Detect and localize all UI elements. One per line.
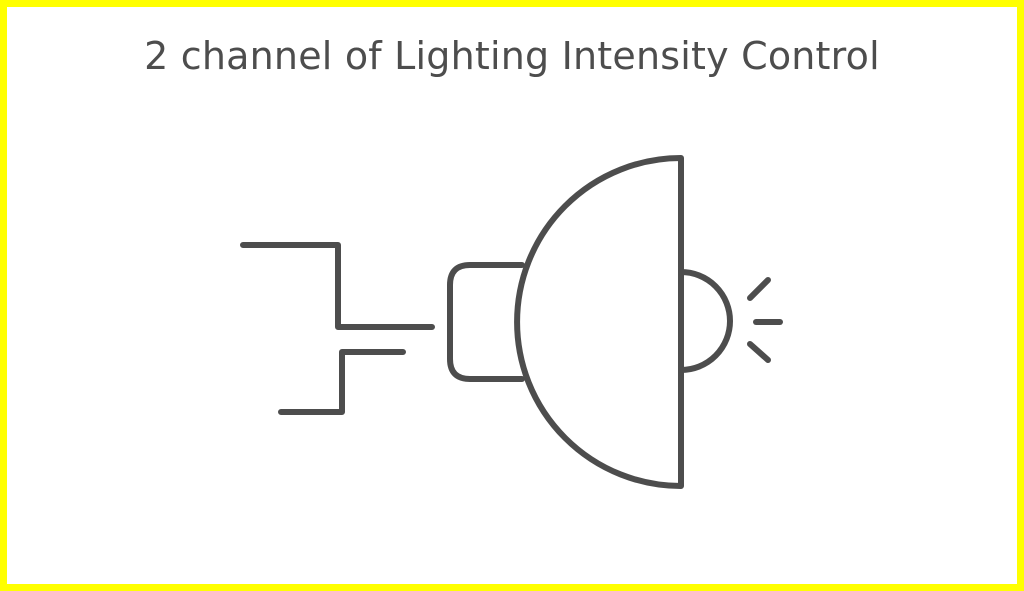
lamp-socket-icon bbox=[447, 262, 525, 382]
lamp-bulb-icon bbox=[678, 269, 733, 373]
diagram-title: 2 channel of Lighting Intensity Control bbox=[144, 34, 880, 78]
light-ray-bottom-icon bbox=[747, 341, 771, 363]
channel-1-wire-icon bbox=[240, 242, 435, 330]
lamp-reflector-icon bbox=[514, 155, 684, 489]
light-ray-top-icon bbox=[747, 277, 771, 301]
channel-2-wire-icon bbox=[278, 349, 406, 415]
